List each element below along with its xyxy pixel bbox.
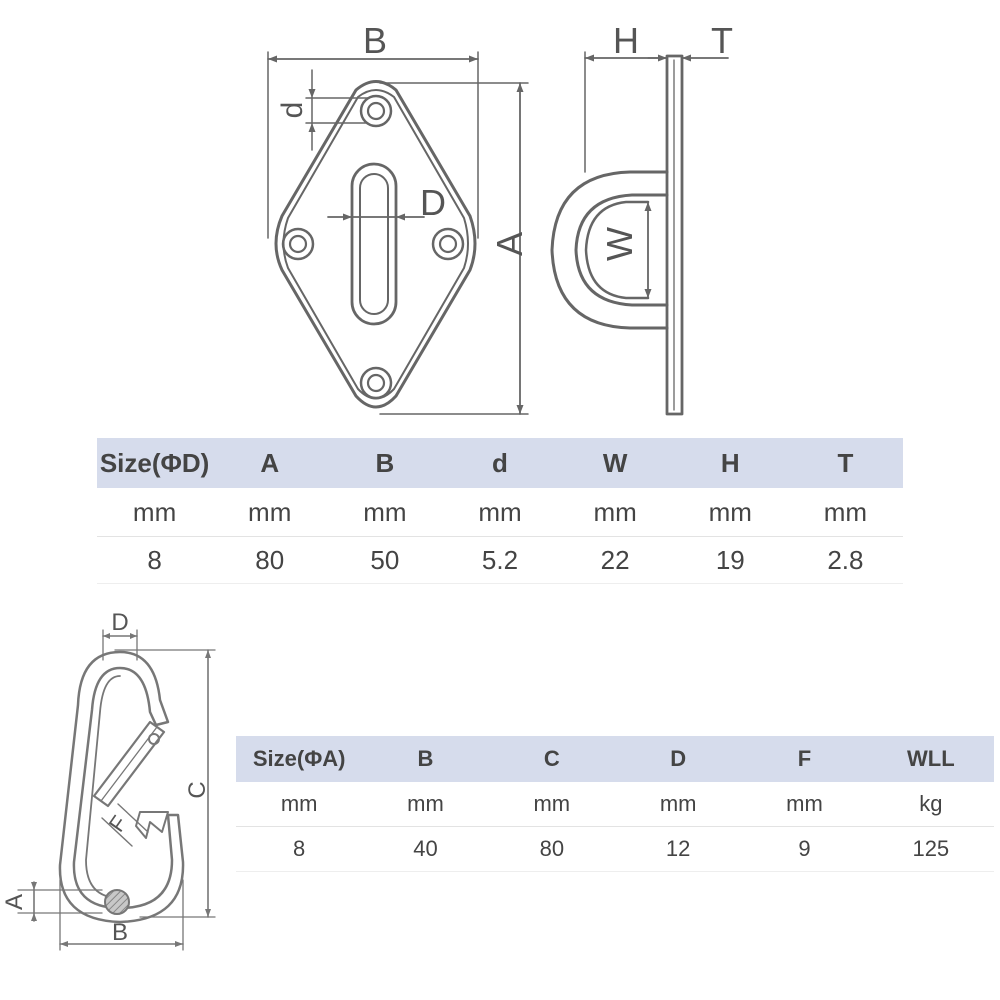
hook-label-b: B: [112, 919, 128, 946]
plate-label-t: T: [711, 20, 733, 61]
header-t: T: [787, 438, 903, 488]
unit-cell: mm: [614, 782, 742, 827]
unit-cell: mm: [787, 488, 903, 537]
value-cell: 5.2: [442, 536, 558, 584]
plate-label-w: W: [599, 227, 640, 261]
unit-cell: mm: [212, 488, 328, 537]
plate-label-a: A: [489, 232, 530, 256]
left-hole: [281, 227, 315, 261]
hook-label-a: A: [1, 894, 28, 910]
header-w: W: [557, 438, 673, 488]
header-d: D: [614, 736, 742, 782]
header-c: C: [488, 736, 615, 782]
unit-cell: kg: [867, 782, 994, 827]
hook-label-f: F: [104, 811, 132, 836]
plate-front-view: [267, 51, 529, 415]
header-h: H: [672, 438, 788, 488]
header-size: Size(ΦD): [97, 438, 213, 488]
unit-cell: mm: [362, 782, 489, 827]
unit-cell: mm: [442, 488, 558, 537]
unit-cell: mm: [327, 488, 443, 537]
table-unit-row: mm mm mm mm mm mm mm: [97, 488, 903, 537]
header-size: Size(ΦA): [236, 736, 363, 782]
table-header-row: Size(ΦA) B C D F WLL: [236, 736, 994, 782]
table-row: 8 80 50 5.2 22 19 2.8: [97, 536, 903, 584]
hook-spec-table: Size(ΦA) B C D F WLL mm mm mm mm mm kg 8…: [236, 736, 994, 872]
unit-cell: mm: [557, 488, 673, 537]
value-cell: 8: [97, 536, 213, 584]
unit-cell: mm: [97, 488, 213, 537]
value-cell: 22: [557, 536, 673, 584]
header-b: B: [327, 438, 443, 488]
value-cell: 80: [212, 536, 328, 584]
plate-label-d-slot: D: [420, 182, 446, 223]
unit-cell: mm: [488, 782, 615, 827]
header-d: d: [442, 438, 558, 488]
header-b: B: [362, 736, 489, 782]
table-unit-row: mm mm mm mm mm kg: [236, 782, 994, 827]
header-a: A: [212, 438, 328, 488]
value-cell: 80: [488, 826, 615, 872]
unit-cell: mm: [672, 488, 788, 537]
value-cell: 2.8: [787, 536, 903, 584]
top-hole: [359, 94, 393, 128]
table-header-row: Size(ΦD) A B d W H T: [97, 438, 903, 488]
value-cell: 8: [236, 826, 363, 872]
plate-spec-table: Size(ΦD) A B d W H T mm mm mm mm mm mm m…: [97, 438, 903, 584]
hook-label-d: D: [111, 609, 128, 636]
header-f: F: [741, 736, 868, 782]
value-cell: 125: [867, 826, 994, 872]
bottom-hole: [359, 366, 393, 400]
plate-label-b: B: [363, 20, 387, 61]
unit-cell: mm: [741, 782, 868, 827]
center-slot: [350, 162, 398, 326]
value-cell: 12: [614, 826, 742, 872]
value-cell: 9: [741, 826, 868, 872]
snap-hook-view: [17, 629, 216, 951]
right-hole: [431, 227, 465, 261]
header-wll: WLL: [867, 736, 994, 782]
plate-label-h: H: [613, 20, 639, 61]
wire-section: [104, 889, 130, 915]
value-cell: 50: [327, 536, 443, 584]
plate-side-view: [550, 51, 729, 416]
value-cell: 19: [672, 536, 788, 584]
table-row: 8 40 80 12 9 125: [236, 826, 994, 872]
value-cell: 40: [362, 826, 489, 872]
hook-label-c: C: [184, 781, 211, 798]
plate-label-d-small: d: [276, 102, 309, 119]
unit-cell: mm: [236, 782, 363, 827]
